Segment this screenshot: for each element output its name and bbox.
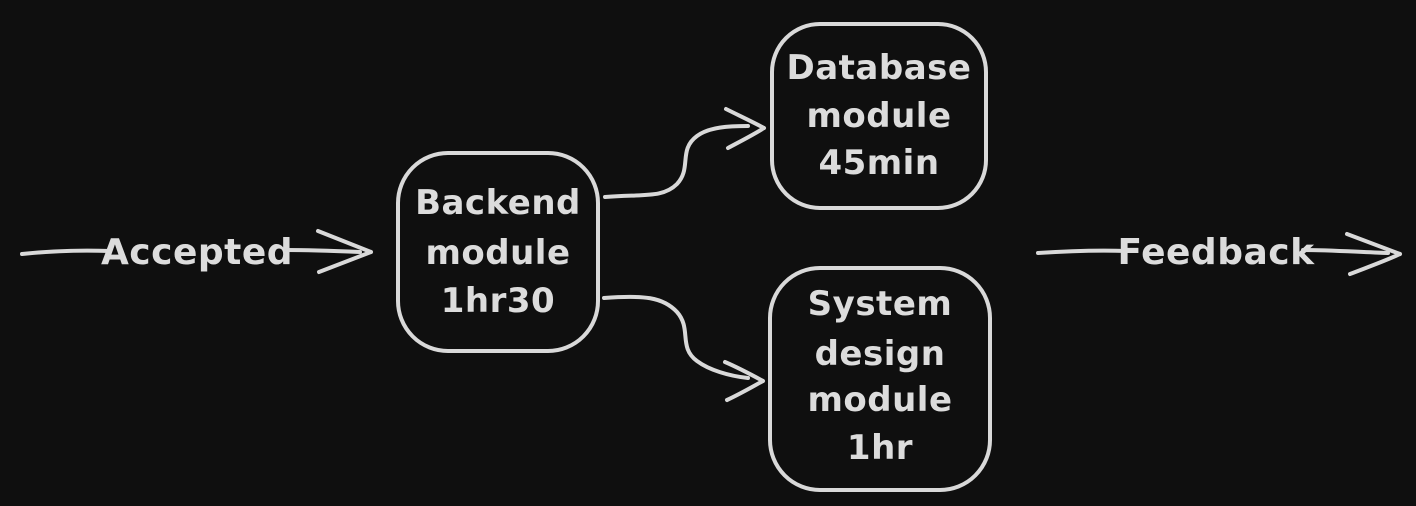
arrow-feedback-shaft-right xyxy=(1301,248,1390,255)
connector-backend-system-design-line xyxy=(602,294,750,380)
node-system-design-line-3: module xyxy=(807,380,952,420)
node-backend-line-2: module xyxy=(425,233,570,273)
connector-backend-system-design-head-icon xyxy=(723,360,765,402)
arrow-accepted-label: Accepted xyxy=(101,232,293,273)
node-database-module[interactable]: Database module 45min xyxy=(770,22,988,210)
arrow-accepted-shaft-right xyxy=(284,248,362,254)
node-database-box xyxy=(770,22,988,210)
node-database-line-3: 45min xyxy=(818,143,939,183)
arrow-accepted-shaft-left xyxy=(20,248,112,256)
node-database-line-2: module xyxy=(806,96,951,136)
arrow-feedback-head-icon xyxy=(1345,232,1402,276)
connector-backend-database-head-icon xyxy=(724,107,766,150)
node-backend-line-3: 1hr30 xyxy=(441,281,555,321)
connector-backend-database[interactable] xyxy=(603,107,766,199)
node-system-design-box xyxy=(768,266,992,492)
arrow-accepted-head-icon xyxy=(316,229,373,274)
connector-backend-database-line xyxy=(603,124,750,199)
node-backend-line-1: Backend xyxy=(415,183,581,223)
node-backend-module[interactable]: Backend module 1hr30 xyxy=(396,151,600,353)
node-system-design-module[interactable]: System design module 1hr xyxy=(768,266,992,492)
arrow-feedback[interactable]: Feedback xyxy=(1036,232,1402,276)
node-backend-box xyxy=(396,151,600,353)
node-database-line-1: Database xyxy=(787,48,972,88)
arrow-feedback-shaft-left xyxy=(1036,248,1129,255)
connector-backend-system-design[interactable] xyxy=(602,294,765,402)
arrow-feedback-label: Feedback xyxy=(1117,232,1315,273)
node-system-design-line-2: design xyxy=(815,334,946,374)
arrow-accepted[interactable]: Accepted xyxy=(20,229,373,274)
node-system-design-line-4: 1hr xyxy=(847,428,913,468)
node-system-design-line-1: System xyxy=(808,284,953,324)
